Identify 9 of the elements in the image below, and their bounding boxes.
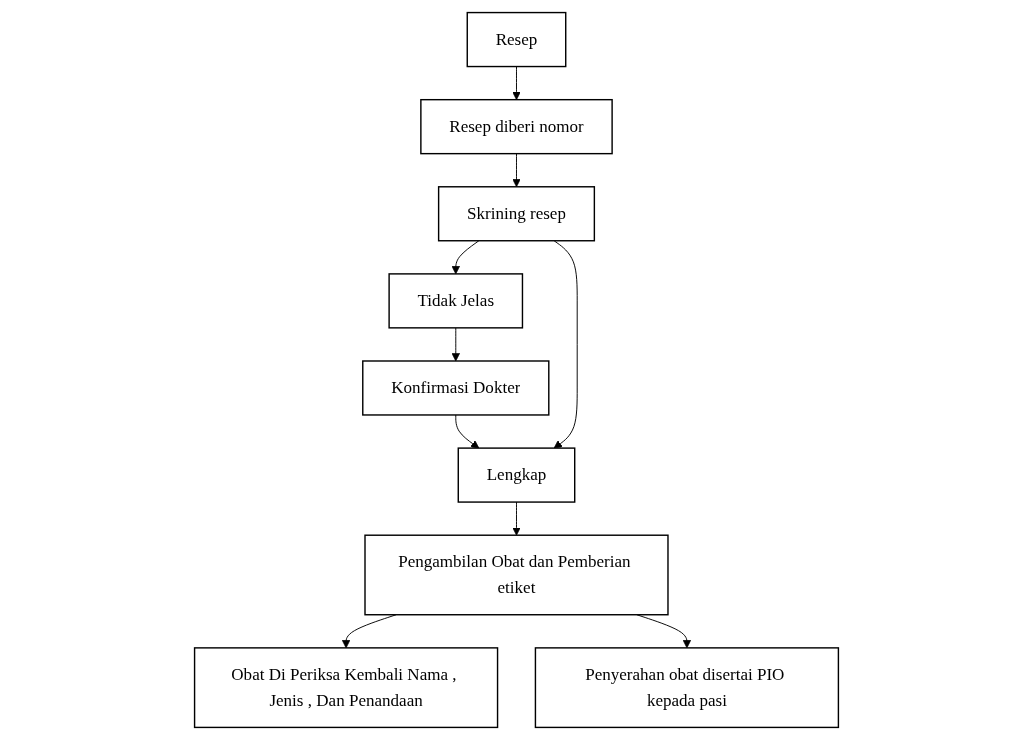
- node-box: Penyerahan obat disertai PIO kepada pasi: [534, 647, 840, 729]
- node-box: Lengkap: [457, 447, 576, 503]
- node-box: Tidak Jelas: [388, 273, 524, 329]
- node-box: Resep: [466, 11, 567, 68]
- node-box: Obat Di Periksa Kembali Nama , Jenis , Dan Penandaan: [193, 647, 499, 729]
- node-box: Konfirmasi Dokter: [362, 360, 550, 416]
- node-box: Resep diberi nomor: [420, 98, 613, 155]
- node-box: Pengambilan Obat dan Pemberian etiket: [364, 534, 669, 616]
- node-box: Skrining resep: [437, 186, 596, 242]
